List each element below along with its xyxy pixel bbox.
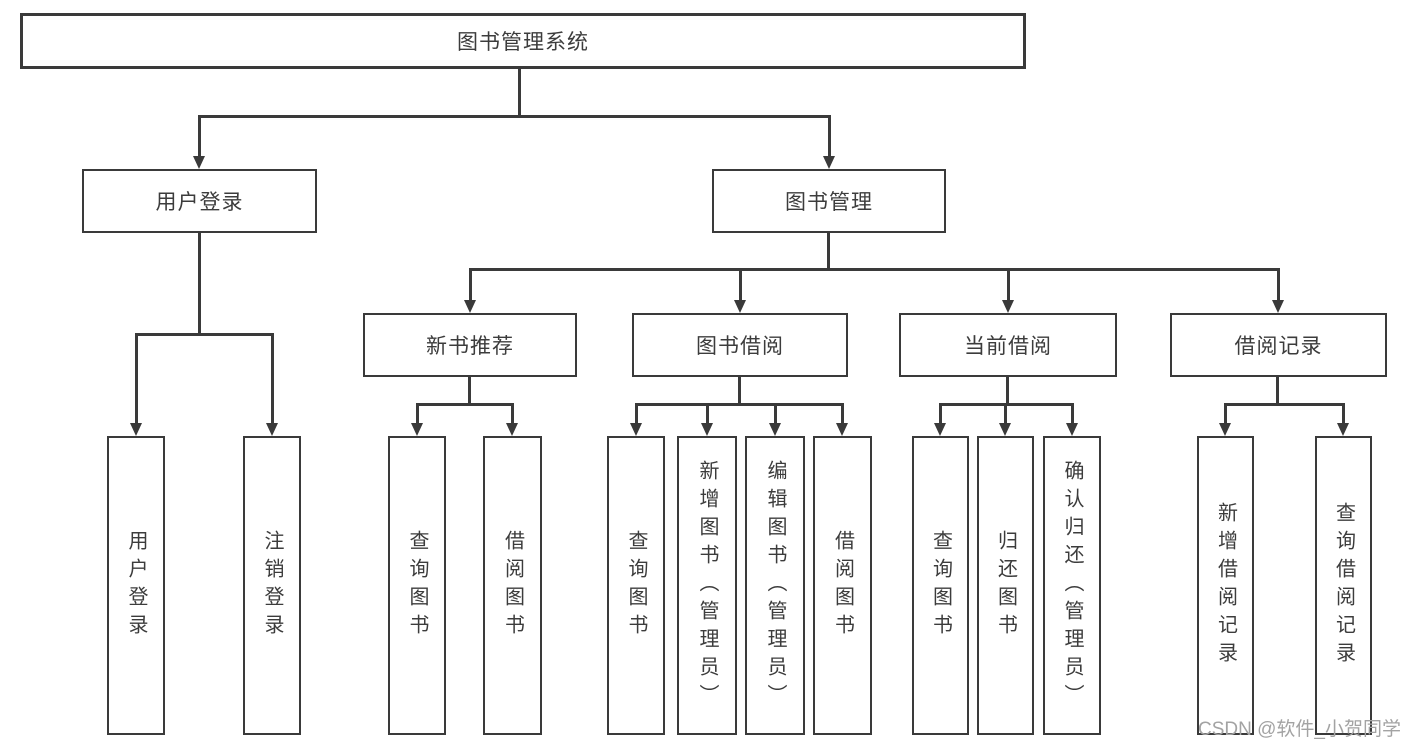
leaf-query-borrow-record: 查询借阅记录	[1315, 436, 1372, 735]
connector-recommend-stub	[468, 377, 471, 406]
arrow-down-icon	[1065, 403, 1079, 436]
node-label: 确认归还（管理员）	[1061, 459, 1083, 712]
node-label: 查询借阅记录	[1332, 501, 1355, 670]
arrow-down-icon	[835, 403, 849, 436]
leaf-add-borrow-record: 新增借阅记录	[1197, 436, 1254, 735]
connector-book-management-stub	[827, 233, 830, 271]
node-current-borrowing: 当前借阅	[899, 313, 1117, 377]
node-label: 新增图书（管理员）	[696, 459, 718, 712]
node-label: 用户登录	[155, 191, 244, 214]
node-label: 图书管理	[785, 191, 873, 214]
arrow-down-icon	[265, 333, 279, 436]
node-library-management-system: 图书管理系统	[20, 13, 1026, 69]
watermark: CSDN @软件_小贺同学	[1198, 719, 1401, 740]
arrow-down-icon	[768, 403, 782, 436]
leaf-user-login: 用户登录	[107, 436, 165, 735]
arrow-down-icon	[998, 403, 1012, 436]
node-new-book-recommendation: 新书推荐	[363, 313, 577, 377]
node-book-borrowing: 图书借阅	[632, 313, 848, 377]
connector-root-stub	[518, 69, 521, 117]
arrow-down-icon	[1218, 403, 1232, 436]
arrow-down-icon	[505, 403, 519, 436]
leaf-logout: 注销登录	[243, 436, 301, 735]
node-label: 查询图书	[625, 529, 647, 642]
arrow-down-icon	[129, 333, 143, 436]
leaf-borrow-books-borrowing: 借阅图书	[813, 436, 872, 735]
leaf-query-books-current: 查询图书	[912, 436, 969, 735]
arrow-down-icon	[1336, 403, 1350, 436]
node-label: 编辑图书（管理员）	[764, 459, 786, 712]
node-label: 图书管理系统	[457, 31, 589, 54]
connector-current-stub	[1006, 377, 1009, 406]
node-label: 注销登录	[261, 529, 283, 642]
connector-borrowing-hline	[636, 403, 842, 406]
leaf-confirm-return-admin: 确认归还（管理员）	[1043, 436, 1101, 735]
node-label: 新增借阅记录	[1214, 501, 1237, 670]
leaf-edit-books-admin: 编辑图书（管理员）	[745, 436, 805, 735]
leaf-add-books-admin: 新增图书（管理员）	[677, 436, 737, 735]
arrow-down-icon	[192, 115, 206, 169]
leaf-return-books: 归还图书	[977, 436, 1034, 735]
arrow-down-icon	[733, 268, 747, 313]
arrow-down-icon	[1271, 268, 1285, 313]
connector-root-hline	[198, 115, 831, 118]
arrow-down-icon	[410, 403, 424, 436]
arrow-down-icon	[1001, 268, 1015, 313]
node-borrowing-records: 借阅记录	[1170, 313, 1387, 377]
arrow-down-icon	[629, 403, 643, 436]
node-book-management: 图书管理	[712, 169, 946, 233]
connector-user-login-stub	[198, 233, 201, 334]
node-label: 查询图书	[929, 529, 952, 642]
leaf-query-books-recommend: 查询图书	[388, 436, 446, 735]
node-label: 查询图书	[406, 529, 428, 642]
arrow-down-icon	[700, 403, 714, 436]
arrow-down-icon	[463, 268, 477, 313]
arrow-down-icon	[822, 115, 836, 169]
node-user-login: 用户登录	[82, 169, 317, 233]
connector-book-management-hline	[469, 268, 1280, 271]
connector-records-stub	[1276, 377, 1279, 406]
leaf-borrow-books-recommend: 借阅图书	[483, 436, 542, 735]
connector-borrowing-stub	[738, 377, 741, 406]
connector-user-login-hline	[135, 333, 274, 336]
node-label: 借阅记录	[1234, 335, 1323, 358]
connector-records-hline	[1225, 403, 1344, 406]
node-label: 当前借阅	[964, 335, 1052, 358]
arrow-down-icon	[933, 403, 947, 436]
node-label: 用户登录	[125, 529, 147, 642]
leaf-query-books-borrowing: 查询图书	[607, 436, 665, 735]
connector-recommend-hline	[417, 403, 513, 406]
node-label: 归还图书	[994, 529, 1017, 642]
node-label: 图书借阅	[696, 335, 784, 358]
node-label: 新书推荐	[426, 335, 514, 358]
node-label: 借阅图书	[501, 529, 524, 642]
node-label: 借阅图书	[831, 529, 854, 642]
